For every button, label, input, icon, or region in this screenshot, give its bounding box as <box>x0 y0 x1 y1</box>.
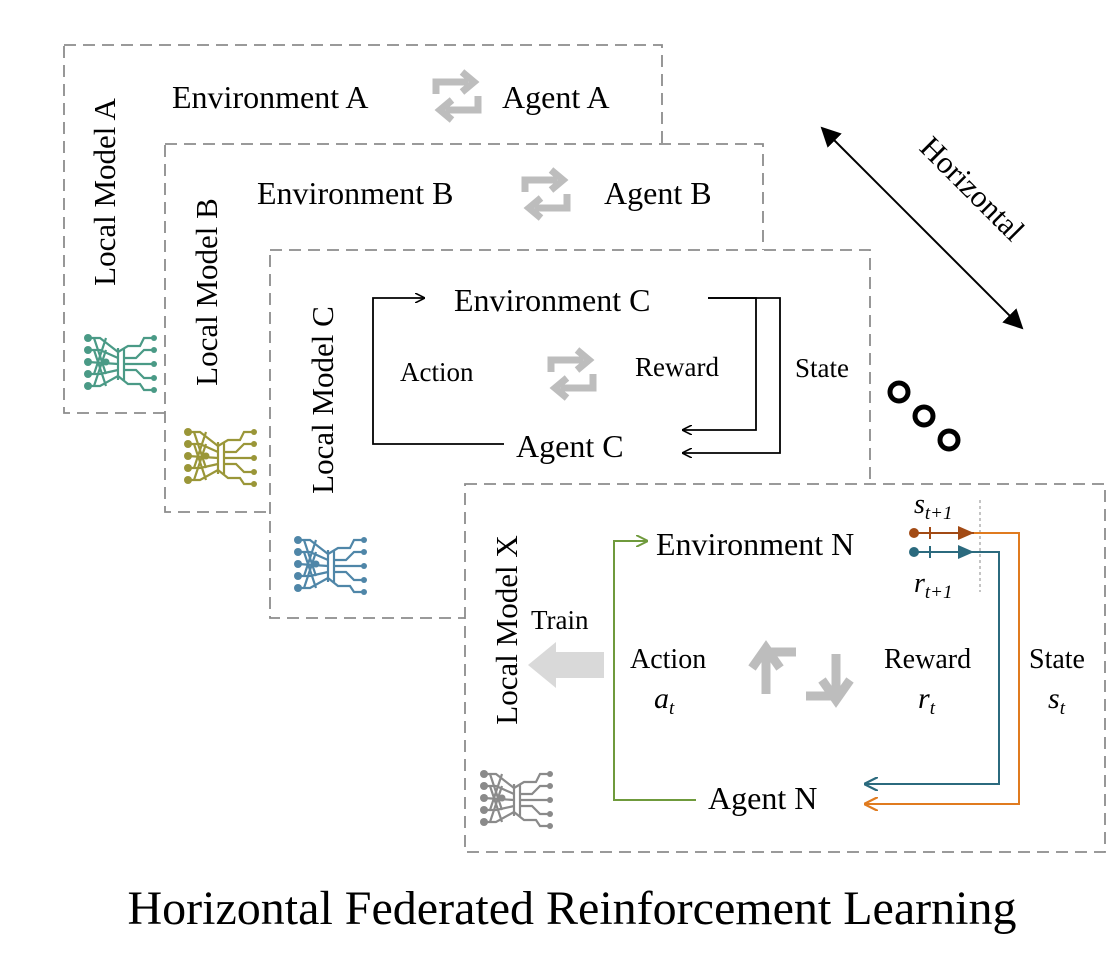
panel-b-environment-label: Environment B <box>257 175 453 211</box>
panel-x-cycle-icon <box>748 640 854 708</box>
ellipsis-dots <box>887 380 961 452</box>
panel-x-action-arrow <box>613 541 696 801</box>
panel-x-reward-label: Reward <box>884 644 971 675</box>
horizontal-double-arrow <box>820 126 1024 330</box>
panel-x-next-state-symbol: st+1 <box>914 489 953 524</box>
diagram-title: Horizontal Federated Reinforcement Learn… <box>128 882 1017 935</box>
panel-c-state-arrow <box>682 297 781 453</box>
panel-c-model-label: Local Model C <box>305 306 340 494</box>
panel-c-action-arrow <box>372 298 504 445</box>
panel-x-model-label: Local Model X <box>489 535 524 724</box>
panel-x-train-label: Train <box>531 605 589 635</box>
panel-x-state-arrow <box>864 532 1020 804</box>
panel-c-state-label: State <box>795 353 849 383</box>
horizontal-axis-label: Horizontal <box>913 129 1031 247</box>
panel-x-state-symbol: st <box>1048 682 1066 719</box>
panel-x-next-reward-symbol: rt+1 <box>914 568 953 603</box>
panel-local-model-x: Local Model X Environment N Agent N Trai… <box>464 483 1106 853</box>
panel-a-environment-label: Environment A <box>172 79 368 115</box>
panel-x-action-label: Action <box>630 644 706 675</box>
panel-b-model-label: Local Model B <box>189 198 224 386</box>
panel-b-agent-label: Agent B <box>604 175 712 211</box>
panel-x-reward-arrow <box>864 551 1000 784</box>
panel-a-agent-label: Agent A <box>502 79 610 115</box>
panel-c-reward-label: Reward <box>635 352 719 382</box>
panel-x-train-arrow <box>528 642 604 688</box>
panel-x-environment-label: Environment N <box>656 526 854 562</box>
panel-c-agent-label: Agent C <box>516 428 624 464</box>
panel-c-action-label: Action <box>400 357 474 387</box>
panel-c-environment-label: Environment C <box>454 282 650 318</box>
panel-x-state-label: State <box>1029 644 1085 675</box>
panel-a-model-label: Local Model A <box>87 98 122 286</box>
panel-x-action-symbol: at <box>654 682 675 719</box>
panel-x-reward-symbol: rt <box>918 682 936 719</box>
panel-x-agent-label: Agent N <box>708 780 817 816</box>
